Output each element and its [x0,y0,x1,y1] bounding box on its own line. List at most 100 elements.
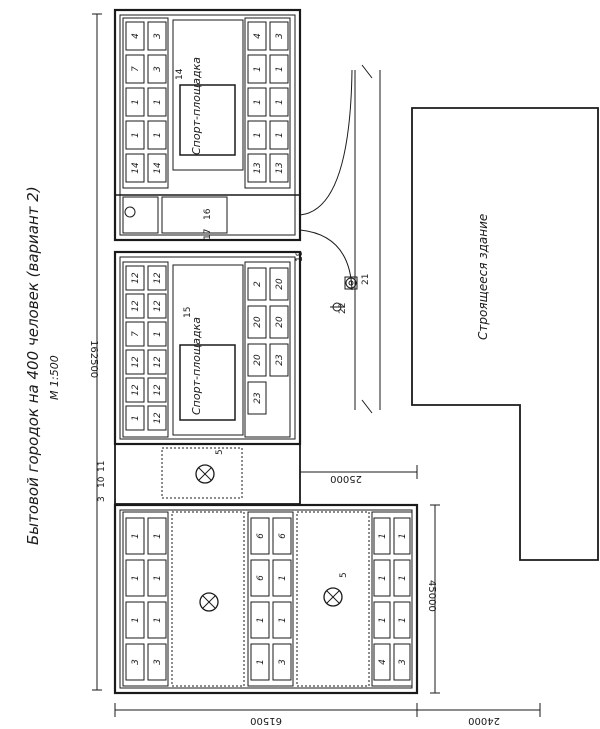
connector-block [114,443,301,505]
room-cell [247,381,267,415]
room-cell [247,153,267,183]
room-number: 12 [153,412,163,424]
room-cell [393,601,411,639]
room-cell [125,349,145,375]
construction-building-label: Строящееся здание [476,214,490,340]
dimension-offset: 24000 [468,715,500,726]
room-cell [269,343,289,377]
plan-scale: М 1:500 [48,355,61,400]
room-cell [373,559,391,597]
room-number: 12 [131,356,141,368]
room-number: 1 [378,533,388,539]
room-number: 1 [131,132,141,138]
room-cell [147,87,167,117]
room-number: 7 [131,66,141,72]
road [299,64,381,414]
room-number: 1 [253,66,263,72]
room-number: 1 [131,533,141,539]
room-number: 1 [275,66,285,72]
room-cell [272,643,292,681]
room-number: 6 [256,533,266,539]
room-number: 12 [153,384,163,396]
room-cell [147,265,167,291]
marker-16: 16 [203,208,213,220]
room-cell [147,559,167,597]
room-number: 1 [131,415,141,421]
marker-17: 17 [203,229,213,240]
room-number: 1 [275,132,285,138]
equipment-markers [330,276,358,312]
dimension-bottom-width: 45000 [426,504,440,694]
room-number: 1 [256,617,266,623]
room-number: 23 [253,392,263,404]
room-number: 3 [153,659,163,665]
room-cell [147,377,167,403]
room-cell [247,267,267,301]
room-cell [147,321,167,347]
room-cell [125,321,145,347]
room-number: 1 [256,659,266,665]
room-number: 14 [153,162,163,174]
room-cell [125,21,145,51]
room-cell [147,21,167,51]
room-cell [269,153,289,183]
room-number: 20 [253,316,263,328]
room-cell [247,120,267,150]
room-number: 7 [131,331,141,337]
room-number: 1 [253,132,263,138]
room-cell [125,265,145,291]
middle-building-block: Спорт-площадка [113,250,302,446]
marker-5-mid: 5 [215,449,225,455]
room-cell [250,601,270,639]
room-number: 20 [253,354,263,366]
room-number: 1 [131,575,141,581]
room-number: 1 [153,575,163,581]
room-cell [247,305,267,339]
dimension-bottom-block-length: 61500 [250,715,282,726]
room-cell [147,601,167,639]
room-number: 3 [275,33,285,39]
room-cell [250,559,270,597]
room-number: 20 [275,316,285,328]
room-cell [125,559,145,597]
room-number: 23 [275,354,285,366]
room-number: 1 [253,99,263,105]
room-cell [272,559,292,597]
room-number: 14 [131,162,141,174]
room-cell [272,517,292,555]
dimension-bottom: 61500 24000 [114,703,541,726]
room-cell [373,517,391,555]
room-cell [125,405,145,431]
room-number: 4 [378,659,388,665]
room-number: 1 [278,617,288,623]
room-number: 3 [278,659,288,665]
construction-building: Строящееся здание [411,107,599,561]
room-number: 1 [131,617,141,623]
dimension-passage: 25000 [300,465,418,484]
room-number: 1 [153,533,163,539]
room-cell [147,643,167,681]
room-cell [269,87,289,117]
room-number: 12 [153,356,163,368]
sport-ground-label-top: Спорт-площадка [190,57,203,155]
marker-10: 10 [97,476,107,488]
room-number: 1 [131,99,141,105]
room-number: 1 [153,331,163,337]
room-number: 6 [278,533,288,539]
room-cell [125,517,145,555]
room-number: 3 [131,659,141,665]
room-cell [125,54,145,84]
room-number: 3 [398,659,408,665]
room-number: 1 [398,617,408,623]
room-cell [125,643,145,681]
room-number: 3 [153,33,163,39]
room-cell [125,601,145,639]
room-number: 1 [398,575,408,581]
plan-title: Бытовой городок на 400 человек (вариант … [24,186,42,545]
room-number: 4 [131,33,141,39]
